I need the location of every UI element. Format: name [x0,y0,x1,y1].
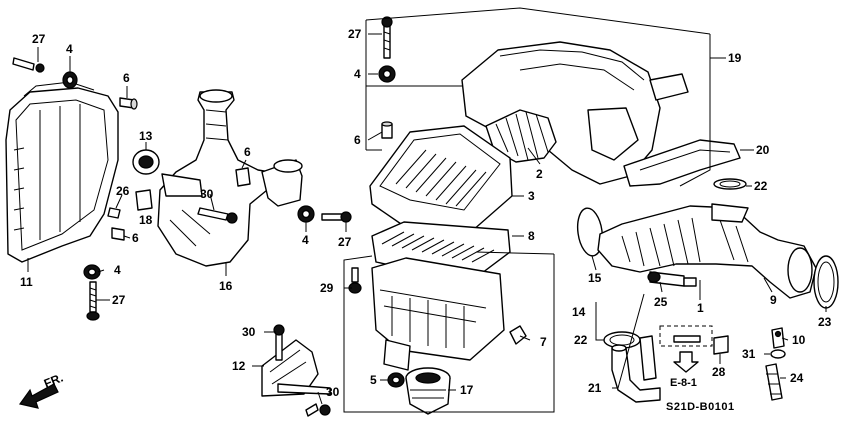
callout-20: 20 [756,143,770,157]
front-direction-arrow-icon [18,383,59,409]
callout-19: 19 [728,51,742,65]
front-direction-label: FR. [42,371,65,391]
reference-arrow-icon [673,351,699,373]
callout-3: 3 [528,189,535,203]
bolt-27-top-left[interactable] [12,57,45,73]
collar-6-center[interactable] [235,167,251,187]
callout-30-left: 30 [200,187,214,201]
tube-joint-17[interactable] [405,367,451,415]
duct-joint-tube[interactable] [261,159,303,207]
air-cleaner-case[interactable] [371,257,505,371]
callout-27-top-left: 27 [32,32,46,46]
resonator-chamber[interactable] [5,81,119,263]
callout-28: 28 [712,365,726,379]
callout-29: 29 [320,281,334,295]
clip-26[interactable] [107,207,121,219]
intake-bellows[interactable] [485,109,557,163]
callout-6-left: 6 [132,231,139,245]
bolt-30-lower-upper[interactable] [273,324,285,361]
callout-22-lower: 22 [574,333,588,347]
callout-10: 10 [792,333,806,347]
callout-26: 26 [116,184,130,198]
bolt-27-left-bottom[interactable] [86,281,100,321]
callout-4-top-left: 4 [66,42,73,56]
clip-28[interactable] [713,335,729,355]
callout-30-lower-upper: 30 [242,325,256,339]
callout-4-left-bottom: 4 [114,263,121,277]
callout-13: 13 [139,129,153,143]
clip-10[interactable] [771,327,785,349]
o-ring-15[interactable] [575,207,605,258]
callout-27-upper: 27 [348,27,362,41]
callout-27-center: 27 [338,235,352,249]
reference-label: E-8-1 [670,377,697,389]
clip-31[interactable] [770,349,786,359]
callout-12: 12 [232,359,246,373]
clip-7[interactable] [509,325,527,345]
reference-box [659,325,713,347]
bolt-30-lower[interactable] [305,403,331,417]
bolt-27-upper[interactable] [381,16,393,59]
grommet-5[interactable] [387,372,405,388]
intake-hose-1[interactable] [597,203,817,299]
callout-7: 7 [540,335,547,349]
callout-4-upper: 4 [354,67,361,81]
bolt-29[interactable] [348,267,362,294]
diagram-code: S21D-B0101 [666,401,735,413]
callout-21: 21 [588,381,602,395]
callout-24: 24 [790,371,804,385]
collar-6-upper[interactable] [381,121,393,139]
callout-23: 23 [818,315,832,329]
callout-30-lower: 30 [326,385,340,399]
grommet-4-center[interactable] [297,205,315,223]
callout-14: 14 [572,305,586,319]
clip-18[interactable] [135,189,153,211]
intake-duct-20[interactable] [623,139,741,187]
callout-9: 9 [770,293,777,307]
callout-18: 18 [139,213,153,227]
bracket-12[interactable] [261,339,331,397]
bolt-30-left[interactable] [197,207,238,224]
grommet-13[interactable] [132,149,160,175]
breather-tube-24[interactable] [765,363,783,401]
resonator-tube[interactable] [157,89,273,267]
callout-15: 15 [588,271,602,285]
collar-6-left[interactable] [111,227,125,241]
hose-band-23[interactable] [813,255,839,309]
air-cleaner-cover[interactable] [369,125,513,239]
bolt-27-center[interactable] [321,211,352,223]
callout-labels: 27 4 6 13 26 18 6 11 4 27 6 30 16 4 27 2… [20,27,832,399]
callout-6-center: 6 [244,145,251,159]
callout-16: 16 [219,279,233,293]
grommet-4-upper[interactable] [378,65,396,83]
callout-27-left-bottom: 27 [112,293,126,307]
callout-2: 2 [536,167,543,181]
callout-11: 11 [20,275,33,289]
grommet-4-left-bottom[interactable] [83,264,101,280]
hose-21[interactable] [611,335,661,403]
sensor-25[interactable] [647,271,697,287]
callout-17: 17 [460,383,474,397]
callout-6-top-left: 6 [123,71,130,85]
leader-lines [27,7,827,413]
callout-1: 1 [697,301,704,315]
grommet-4-top-left[interactable] [62,71,78,89]
air-cleaner-upper-housing[interactable] [461,41,689,185]
clamp-22-upper[interactable] [713,178,747,190]
callout-22-upper: 22 [754,179,768,193]
callout-5: 5 [370,373,377,387]
callout-25: 25 [654,295,668,309]
collar-6-top-left[interactable] [119,97,138,110]
callout-4-center: 4 [302,233,309,247]
callout-8: 8 [528,229,535,243]
callout-6-upper: 6 [354,133,361,147]
callout-31: 31 [742,347,756,361]
